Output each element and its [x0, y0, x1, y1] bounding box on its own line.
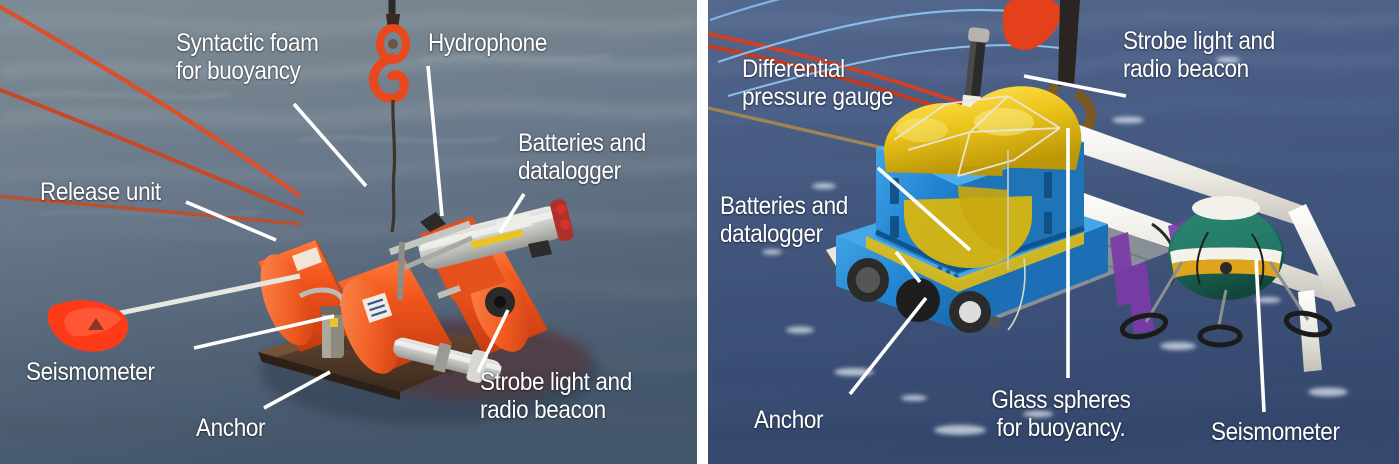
- right-photograph: [708, 0, 1399, 464]
- annotation-batteries-datalogger: Batteries and datalogger: [720, 192, 848, 249]
- annotation-seismometer: Seismometer: [1211, 418, 1340, 446]
- annotation-glass-spheres: Glass spheres for buoyancy.: [991, 386, 1131, 443]
- annotation-anchor: Anchor: [754, 406, 824, 434]
- panel-left-obs-photo: Syntactic foam for buoyancy Hydrophone B…: [0, 0, 697, 464]
- leader-strobe-radio-beacon: [1023, 74, 1127, 98]
- left-photograph: [0, 0, 697, 464]
- right-annotation-leaders: [848, 74, 1266, 413]
- left-annotation-leaders: [185, 65, 526, 410]
- leader-strobe-radio-beacon: [476, 309, 510, 373]
- left-annotation-labels: Syntactic foam for buoyancy Hydrophone B…: [0, 0, 697, 464]
- annotation-strobe-radio-beacon: Strobe light and radio beacon: [480, 368, 632, 425]
- leader-batteries-datalogger: [894, 250, 922, 284]
- leader-anchor: [848, 296, 928, 396]
- annotation-release-unit: Release unit: [40, 178, 161, 206]
- leader-release-unit: [185, 200, 277, 242]
- leader-hydrophone: [426, 65, 444, 217]
- annotation-strobe-radio-beacon: Strobe light and radio beacon: [1123, 27, 1275, 84]
- leader-seismometer: [193, 314, 335, 350]
- leader-anchor: [263, 370, 331, 410]
- annotation-anchor: Anchor: [196, 414, 266, 442]
- annotation-hydrophone: Hydrophone: [428, 29, 547, 57]
- annotation-batteries-datalogger: Batteries and datalogger: [518, 129, 646, 186]
- right-annotation-labels: Differential pressure gauge Strobe light…: [708, 0, 1399, 464]
- leader-batteries-datalogger: [498, 193, 526, 233]
- leader-seismometer: [1254, 257, 1266, 413]
- annotation-syntactic-foam: Syntactic foam for buoyancy: [176, 29, 319, 86]
- annotation-differential-pressure-gauge: Differential pressure gauge: [742, 55, 894, 112]
- panel-right-obs-photo: Differential pressure gauge Strobe light…: [708, 0, 1399, 464]
- leader-syntactic-foam: [292, 102, 368, 188]
- leader-differential-pressure-gauge: [876, 166, 972, 252]
- annotation-seismometer: Seismometer: [26, 358, 155, 386]
